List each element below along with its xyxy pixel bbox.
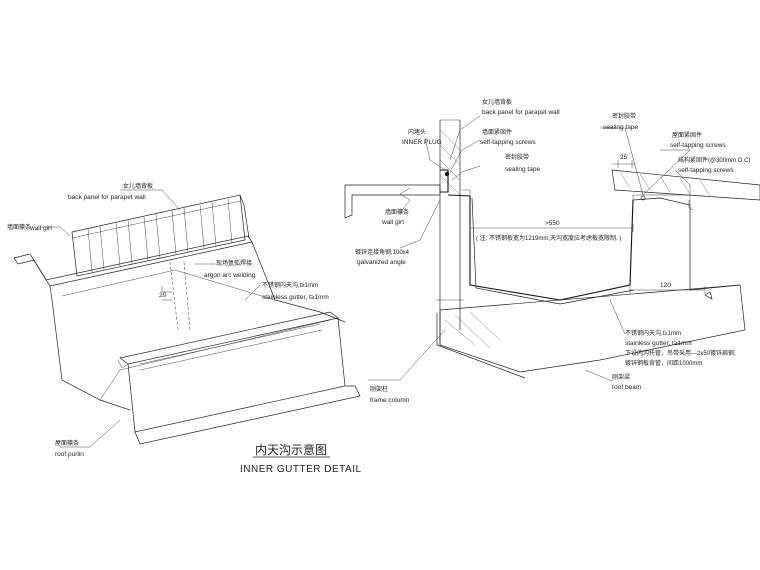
label-sealing-cn: 密封胶带: [505, 153, 529, 161]
label-weld-dim: 20: [159, 292, 167, 299]
label-wall-girt-en: wall girt: [29, 225, 52, 232]
label-gutter-en: stainless gutter, t≥1mm: [262, 294, 329, 301]
label-roof-fastener-cn: 屋面紧固件: [672, 131, 702, 139]
detail-title-cn: 内天沟示意图: [255, 442, 327, 457]
label-dim-120: 120: [660, 282, 671, 289]
label-fastener-300-en: self-tapping screws: [678, 167, 734, 174]
parapet-back-panel: [71, 194, 250, 277]
left-isometric-detail: 女儿墙背板 back panel for parapet wall 墙面檩条 w…: [7, 182, 362, 475]
label-r-wall-girt-cn: 墙面檩条: [385, 208, 409, 216]
label-seal-right-en: sealing tape: [603, 124, 638, 131]
label-gutter-cn: 不锈钢内天沟,t≥1mm: [262, 281, 318, 289]
label-inner-plug-en: INNER PLUG: [402, 139, 442, 146]
label-r-back-panel-en: back panel for parapet wall: [482, 109, 560, 116]
label-sealing-en: sealing tape: [505, 166, 540, 173]
label-back-panel-cn: 女儿墙背板: [123, 182, 153, 190]
detail-title-en: INNER GUTTER DETAIL: [240, 464, 362, 475]
label-r-wall-girt-en: wall girt: [381, 219, 404, 226]
label-fastener-300-cn: 结构紧固件(@300mm O.C): [678, 156, 750, 164]
label-weld-en: argon arc welding: [204, 272, 256, 279]
weld-seam: [161, 261, 191, 331]
roof-panel: [611, 169, 760, 211]
label-support-note-2: 镀锌钢板背管，间距1000mm: [625, 359, 702, 367]
label-frame-column-cn: 刚架柱: [370, 385, 388, 393]
label-angle-cn: 镀锌连接角钢,100x4: [355, 248, 410, 256]
label-roof-fastener-en: self-tapping screws: [670, 142, 726, 149]
label-r-back-panel-cn: 女儿墙背板: [482, 98, 512, 106]
label-wall-girt-cn: 墙面檩条: [7, 223, 31, 231]
right-section-detail: 女儿墙背板 back panel for parapet wall 内堵头 IN…: [344, 98, 760, 404]
label-wall-fastener-cn: 墙面紧固件: [482, 128, 512, 136]
label-roof-beam-en: roof beam: [612, 384, 641, 391]
roof-purlin: [117, 311, 361, 445]
label-seal-right-cn: 密封胶带: [612, 112, 636, 120]
gutter-body: [49, 241, 346, 411]
label-r-gutter-en: stainless gutter, t≥1mm: [625, 340, 692, 347]
label-back-panel-en: back panel for parapet wall: [68, 194, 146, 201]
label-inner-plug-cn: 内堵头: [408, 128, 426, 136]
label-wall-fastener-en: self-tapping screws: [480, 139, 536, 146]
label-frame-column-en: frame column: [370, 397, 410, 404]
label-angle-en: galvanized angle: [357, 259, 406, 266]
label-weld-cn: 现场氩弧焊接: [216, 259, 252, 267]
label-r-gutter-cn: 不锈钢内天沟,t≥1mm: [625, 329, 681, 337]
label-purlin-en: roof purlin: [55, 451, 84, 458]
label-support-note-1: 下设内沟托管，吊带采用—2x50镀锌扁钢,: [625, 349, 736, 357]
label-dim-25: 25: [620, 154, 628, 161]
label-width-dim: >550: [545, 220, 560, 227]
label-purlin-cn: 屋面檩条: [55, 439, 79, 447]
label-width-note: ( 注: 不锈钢板宽为1219mm,天沟宽度应考虑板宽限制. ): [476, 234, 621, 242]
label-roof-beam-cn: 刚架梁: [612, 373, 630, 381]
gutter-section: [447, 194, 741, 305]
dimension-lines: [469, 160, 713, 300]
